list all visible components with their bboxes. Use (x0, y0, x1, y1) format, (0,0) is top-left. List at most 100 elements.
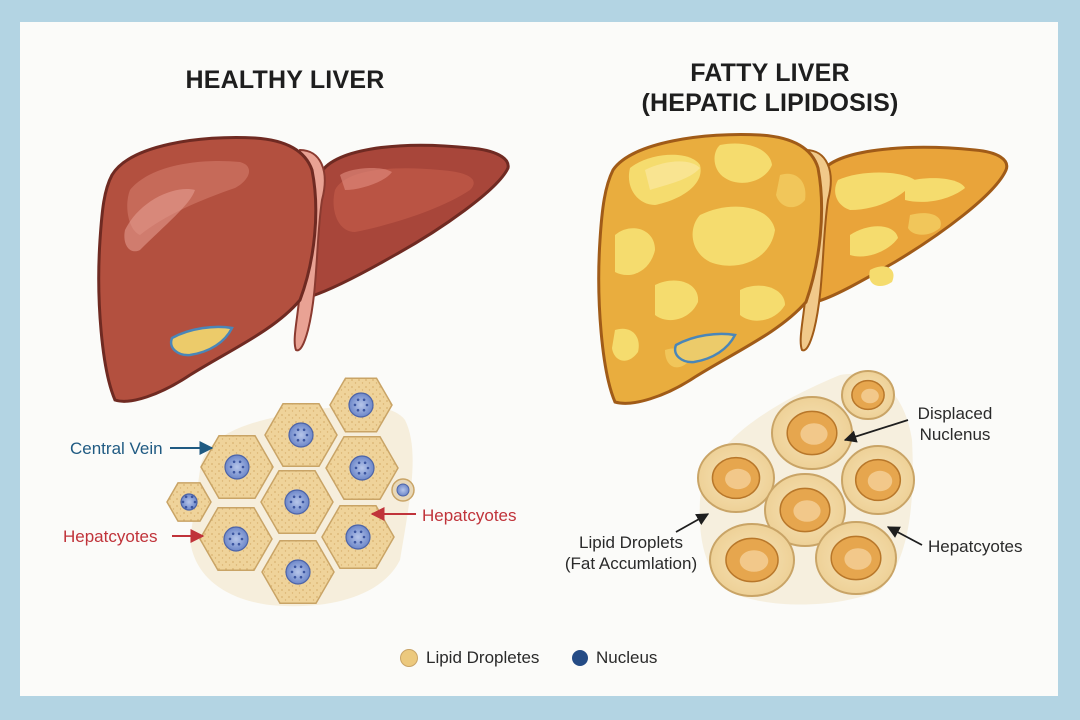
cell-nucleus (223, 526, 249, 552)
chromatin-dot (228, 537, 232, 541)
fatty-title-line2: (HEPATIC LIPIDOSIS) (641, 89, 899, 117)
chromatin-dot (301, 500, 305, 504)
nucleus-swatch (572, 650, 588, 666)
displaced-nucleus (725, 468, 751, 490)
displaced-line2: Nuclenus (919, 425, 991, 444)
chromatin-dot (231, 532, 235, 536)
chromatin-dot (289, 500, 293, 504)
chromatin-dot (241, 465, 245, 469)
chromatin-dot (362, 398, 366, 402)
lipid-line2: (Fat Accumlation) (564, 554, 698, 573)
chromatin-dot (290, 570, 294, 574)
chromatin-dot (296, 438, 300, 442)
legend-item-lipid: Lipid Dropletes (400, 648, 539, 668)
fatty-lobule (697, 370, 915, 605)
healthy-right-lobe (305, 143, 510, 298)
lipid-droplets-arrow (675, 513, 710, 533)
cell-nucleus (224, 454, 250, 480)
displaced-line1: Displaced (917, 404, 993, 423)
chromatin-dot (350, 535, 354, 539)
healthy-liver-title: HEALTHY LIVER (185, 66, 385, 94)
lipid-droplet-swatch (400, 649, 418, 667)
displaced-nucleus (739, 550, 769, 572)
displaced-nucleus (867, 470, 893, 492)
legend: Lipid Dropletes Nucleus (0, 648, 1080, 676)
chromatin-dot (190, 505, 194, 509)
chromatin-dot (237, 532, 241, 536)
chromatin-dot (302, 438, 306, 442)
cell-nucleus (285, 559, 311, 585)
chromatin-dot (232, 470, 236, 474)
fatty-hepatocytes-label: Hepatcyotes (928, 537, 1023, 556)
chromatin-dot (184, 505, 188, 509)
chromatin-dot (302, 428, 306, 432)
cell-nucleus (348, 392, 374, 418)
chromatin-dot (357, 461, 361, 465)
displaced-nucleus (861, 388, 879, 404)
chromatin-dot (293, 565, 297, 569)
chromatin-dot (366, 466, 370, 470)
chromatin-dot (302, 570, 306, 574)
chromatin-dot (299, 575, 303, 579)
chromatin-dot (356, 408, 360, 412)
chromatin-dot (238, 470, 242, 474)
chromatin-dot (190, 495, 194, 499)
fatty-gallbladder (673, 332, 737, 364)
chromatin-dot (363, 461, 367, 465)
chromatin-dot (193, 500, 197, 504)
legend-label-nucleus: Nucleus (596, 648, 658, 667)
central-vein-label: Central Vein (70, 439, 163, 458)
chromatin-dot (363, 471, 367, 475)
cell-nucleus (284, 489, 310, 515)
lipid-droplets-label: Lipid Droplets (Fat Accumlation) (556, 532, 706, 574)
chromatin-dot (232, 460, 236, 464)
displaced-nucleus (793, 500, 821, 522)
legend-label-lipid: Lipid Dropletes (426, 648, 540, 667)
healthy-gallbladder (169, 325, 234, 357)
chromatin-dot (231, 542, 235, 546)
fatty-liver (597, 133, 1009, 405)
chromatin-dot (181, 500, 185, 504)
chromatin-dot (240, 537, 244, 541)
displaced-nucleus-arrow (843, 419, 909, 443)
cell-nucleus (288, 422, 314, 448)
chromatin-dot (356, 398, 360, 402)
displaced-nucleus (800, 423, 828, 445)
displaced-nucleus (844, 548, 872, 570)
chromatin-dot (362, 408, 366, 412)
chromatin-dot (305, 433, 309, 437)
chromatin-dot (293, 433, 297, 437)
chromatin-dot (238, 460, 242, 464)
chromatin-dot (353, 403, 357, 407)
chromatin-dot (292, 505, 296, 509)
fatty-liver-title: FATTY LIVER (HEPATIC LIPIDOSIS) (590, 58, 950, 118)
chromatin-dot (359, 540, 363, 544)
chromatin-dot (298, 495, 302, 499)
displaced-nucleus-label: Displaced Nuclenus (900, 403, 1010, 445)
legend-item-nucleus: Nucleus (572, 648, 657, 668)
chromatin-dot (353, 540, 357, 544)
hepatocytes-right-label: Hepatcyotes (422, 506, 517, 525)
cell-nucleus (349, 455, 375, 481)
chromatin-dot (296, 428, 300, 432)
chromatin-dot (365, 403, 369, 407)
chromatin-dot (184, 495, 188, 499)
chromatin-dot (359, 530, 363, 534)
chromatin-dot (357, 471, 361, 475)
hepatocytes-left-label: Hepatcyotes (63, 527, 158, 546)
chromatin-dot (229, 465, 233, 469)
chromatin-dot (354, 466, 358, 470)
fatty-title-line1: FATTY LIVER (690, 59, 850, 87)
cell-nucleus (180, 493, 198, 511)
fatty-hepatocytes-arrow (886, 526, 923, 546)
chromatin-dot (299, 565, 303, 569)
chromatin-dot (237, 542, 241, 546)
cell-nucleus (345, 524, 371, 550)
chromatin-dot (353, 530, 357, 534)
chromatin-dot (293, 575, 297, 579)
chromatin-dot (298, 505, 302, 509)
chromatin-dot (362, 535, 366, 539)
lipid-line1: Lipid Droplets (579, 533, 683, 552)
healthy-lobule (166, 377, 415, 607)
